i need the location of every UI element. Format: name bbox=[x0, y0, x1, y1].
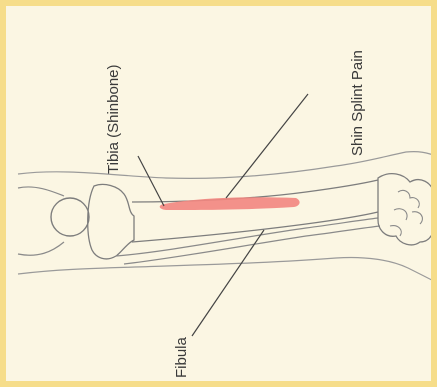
tibia-leader-line bbox=[138, 156, 164, 206]
leg-outline-lower bbox=[18, 257, 437, 286]
leg-outline-upper bbox=[18, 152, 437, 179]
fibula-label: Fibula bbox=[173, 336, 190, 378]
shin-splint-pain-label: Shin Splint Pain bbox=[349, 50, 366, 156]
patella bbox=[51, 198, 89, 236]
foot-bones bbox=[390, 190, 422, 236]
tibia-shaft bbox=[132, 180, 378, 242]
fibula-shaft bbox=[116, 218, 380, 264]
leg-bone-illustration: Tibia (Shinbone) Shin Splint Pain Fibula bbox=[6, 6, 437, 387]
pain-highlight bbox=[160, 197, 300, 210]
pain-leader-line bbox=[226, 94, 308, 198]
fibula-leader-line bbox=[192, 230, 264, 336]
tibia-label: Tibia (Shinbone) bbox=[105, 64, 122, 174]
tibia-head bbox=[88, 184, 134, 258]
ankle-bones bbox=[378, 174, 437, 245]
femur-end bbox=[18, 187, 64, 255]
